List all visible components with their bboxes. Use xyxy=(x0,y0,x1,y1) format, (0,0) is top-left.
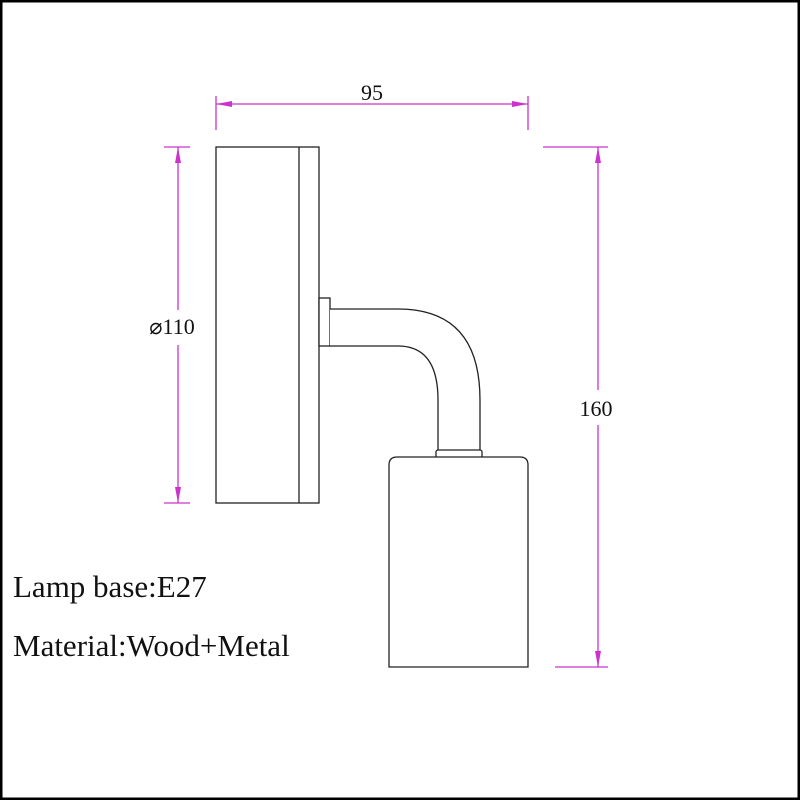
diameter-dimension xyxy=(164,146,190,504)
height-arrow-top xyxy=(595,147,601,163)
diameter-label: ⌀110 xyxy=(149,314,194,339)
curved-arm xyxy=(330,308,481,453)
width-arrow-left xyxy=(216,101,232,107)
diameter-arrow-top xyxy=(175,147,181,163)
wall-plate xyxy=(215,146,320,504)
diameter-arrow-bottom xyxy=(175,487,181,503)
width-dimension xyxy=(215,96,529,130)
material-spec: Material:Wood+Metal xyxy=(13,628,290,663)
width-arrow-right xyxy=(512,101,528,107)
lamp-illustration xyxy=(215,146,529,668)
height-dimension xyxy=(543,146,608,668)
arm-collar xyxy=(318,297,331,347)
height-label: 160 xyxy=(580,396,613,421)
lamp-base-spec: Lamp base:E27 xyxy=(13,569,207,604)
height-arrow-bottom xyxy=(595,651,601,667)
lamp-shade xyxy=(388,456,529,668)
width-label: 95 xyxy=(361,80,383,105)
